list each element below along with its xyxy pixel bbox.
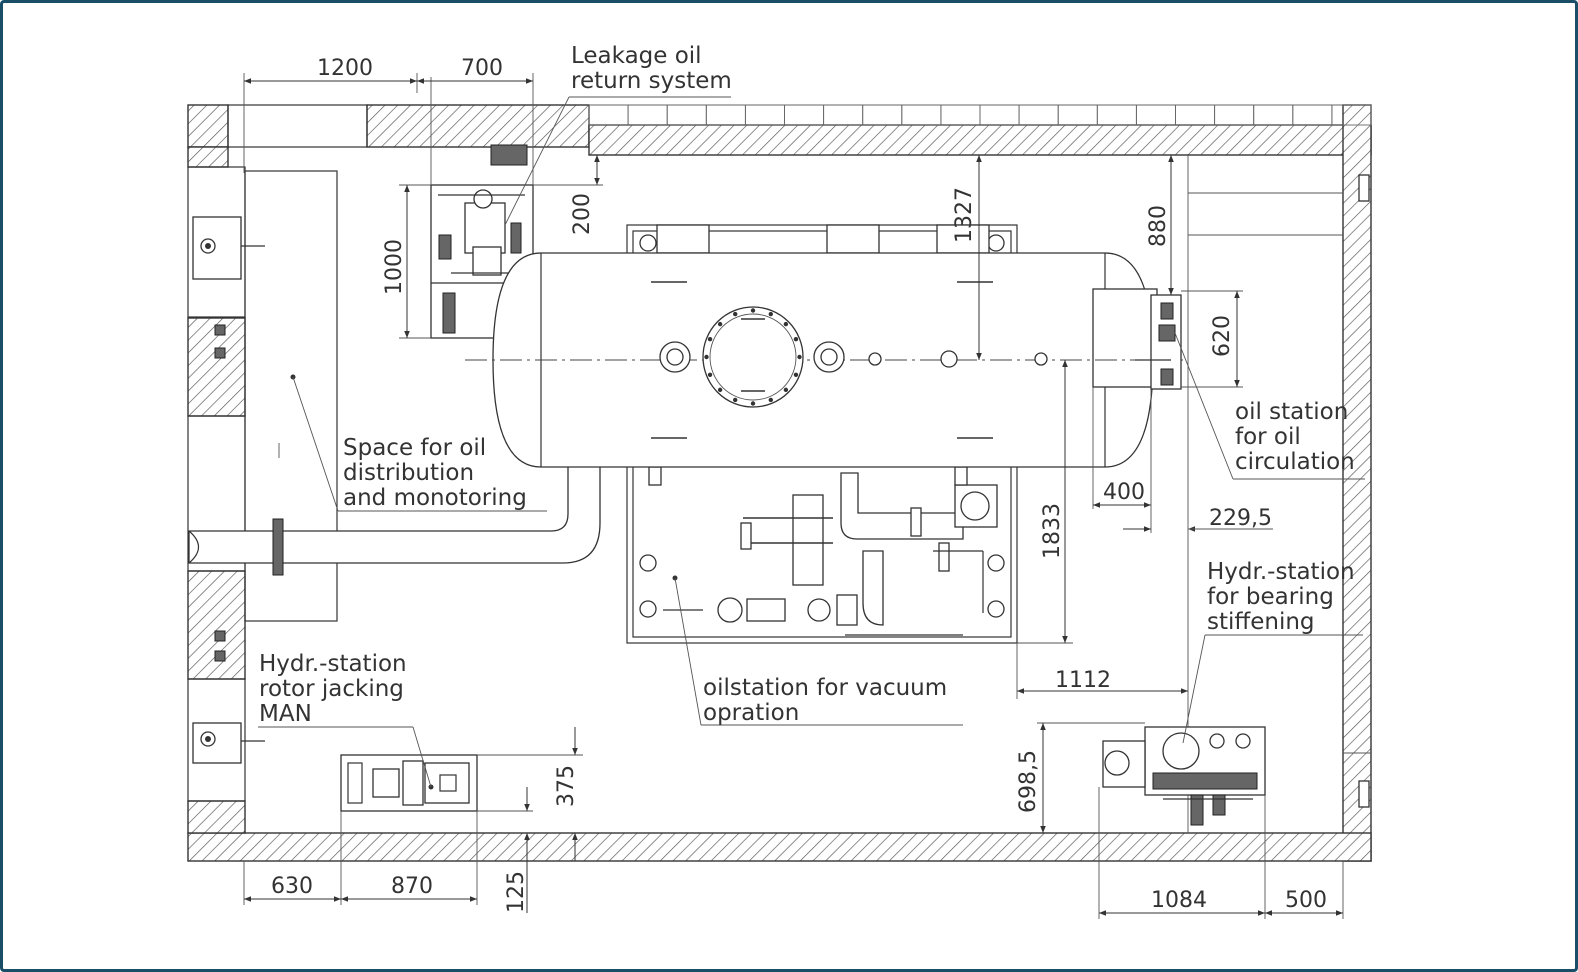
manhole-bolt [707, 372, 713, 377]
wall-block [862, 104, 903, 126]
manhole-bolt [768, 311, 773, 317]
wall-block [1175, 104, 1216, 126]
walls [187, 104, 1372, 862]
oil-circulation-station [1135, 294, 1182, 390]
manhole-bolt [768, 397, 773, 403]
wall-block [1214, 104, 1255, 126]
wall-block [784, 104, 825, 126]
manhole-bolt [797, 354, 802, 360]
wall-block [1096, 104, 1137, 126]
dim-125: 125 [504, 871, 529, 913]
dim-698-5: 698,5 [1016, 750, 1041, 813]
label-rotor-line3: MAN [259, 701, 312, 727]
label-leakage-line1: Leakage oil [571, 43, 702, 69]
hydr-station-rotor [340, 754, 478, 812]
label-leakage-line2: return system [571, 68, 732, 94]
dimension-lines [243, 73, 1344, 919]
top-blocks [588, 104, 1372, 126]
dim-400: 400 [1103, 480, 1145, 505]
label-circ-line3: circulation [1235, 449, 1355, 475]
wall-block [705, 104, 746, 126]
wall-block [940, 104, 981, 126]
label-bearing-line3: stiffening [1207, 609, 1315, 635]
manhole-bolt [707, 337, 713, 342]
label-space-line3: and monotoring [343, 485, 527, 511]
manhole-bolt [783, 387, 789, 393]
dim-630: 630 [271, 874, 313, 899]
oil-tank [465, 224, 1183, 468]
dim-1833: 1833 [1040, 503, 1065, 559]
dim-880: 880 [1146, 205, 1171, 247]
dim-1112: 1112 [1055, 668, 1111, 693]
manhole-bolt [783, 321, 789, 327]
wall-block [627, 104, 668, 126]
manhole-bolt [733, 311, 738, 317]
label-rotor-line1: Hydr.-station [259, 651, 407, 677]
label-circ-line1: oil station [1235, 399, 1348, 425]
label-circ-line2: for oil [1235, 424, 1301, 450]
dim-1000: 1000 [382, 239, 407, 295]
dim-700: 700 [461, 56, 503, 81]
manhole-bolt [793, 337, 799, 342]
label-bearing-line1: Hydr.-station [1207, 559, 1355, 585]
dim-375: 375 [554, 765, 579, 807]
manhole-bolt [717, 321, 723, 327]
label-vacuum-line1: oilstation for vacuum [703, 675, 947, 701]
label-space-line1: Space for oil [343, 435, 486, 461]
manhole-bolt [733, 397, 738, 403]
manhole-bolt [750, 308, 756, 313]
wall-block [823, 104, 864, 126]
wall-block [666, 104, 707, 126]
wall-block [588, 104, 629, 126]
manhole-bolt [793, 372, 799, 377]
wall-block [979, 104, 1020, 126]
label-rotor-line2: rotor jacking [259, 676, 404, 702]
label-space-line2: distribution [343, 460, 474, 486]
wall-block [901, 104, 942, 126]
hydr-station-bearing [1102, 726, 1266, 826]
dim-229-5: 229,5 [1209, 506, 1272, 531]
wall-block [1018, 104, 1059, 126]
manhole-bolt [704, 354, 709, 360]
labels: Leakage oil return system Space for oil … [259, 43, 1355, 727]
wall-boxes [192, 174, 1370, 808]
wall-block [1292, 104, 1333, 126]
wall-block [744, 104, 785, 126]
label-bearing-line2: for bearing [1207, 584, 1334, 610]
wall-block [1253, 104, 1294, 126]
dimension-texts: 1200 700 200 1000 1327 880 620 400 229,5… [271, 56, 1327, 913]
layout-drawing: Leakage oil return system Space for oil … [187, 43, 1372, 919]
manhole-bolt [750, 401, 756, 406]
dim-500: 500 [1285, 888, 1327, 913]
wall-block [1331, 104, 1372, 126]
wall-block [1135, 104, 1176, 126]
label-vacuum-line2: opration [703, 700, 799, 726]
dim-620: 620 [1210, 315, 1235, 357]
wall-block [1057, 104, 1098, 126]
dim-200: 200 [570, 193, 595, 235]
dim-1327: 1327 [952, 187, 977, 243]
manhole-bolt [717, 387, 723, 393]
dim-1200: 1200 [317, 56, 373, 81]
dim-1084: 1084 [1151, 888, 1207, 913]
dim-870: 870 [391, 874, 433, 899]
leader-lines [258, 96, 1365, 788]
